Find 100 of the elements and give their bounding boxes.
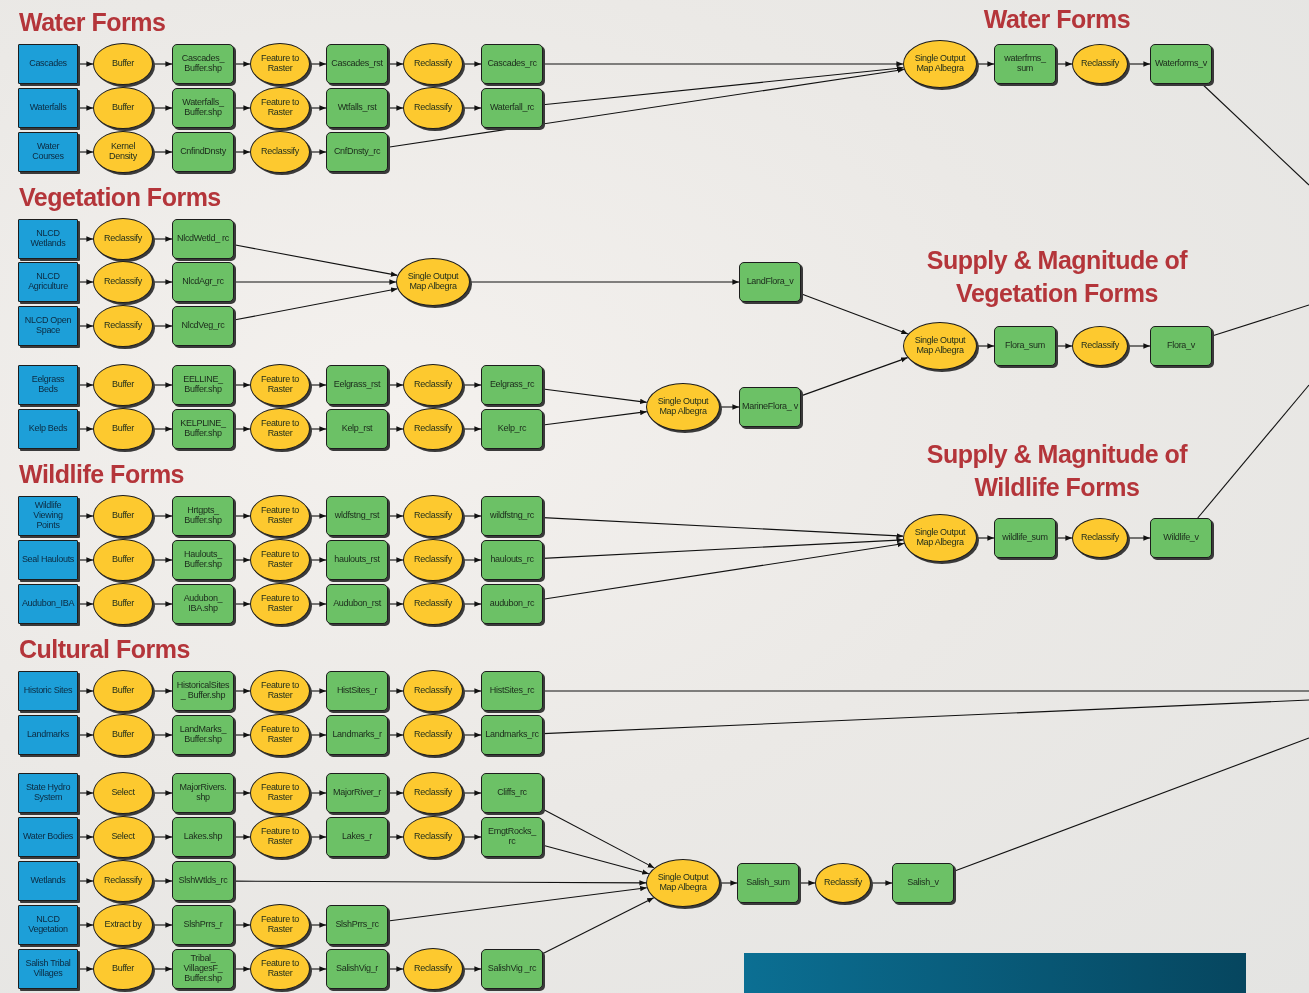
arrow	[233, 732, 251, 738]
connector-line	[1197, 384, 1309, 519]
output-data-box	[481, 584, 543, 624]
arrow	[462, 688, 482, 694]
tool-ellipse	[250, 714, 310, 756]
tool-ellipse	[93, 816, 153, 858]
output-data-box	[892, 863, 954, 903]
tool-ellipse	[93, 131, 153, 173]
arrow	[77, 601, 94, 607]
node-label: Kelp_rst	[340, 424, 374, 434]
output-data-box	[172, 306, 234, 346]
tool-ellipse	[93, 261, 153, 303]
node-label: HistSites_rc	[488, 686, 536, 696]
section-heading: Water Forms	[982, 4, 1132, 35]
node-label: Feature to Raster	[260, 506, 300, 526]
node-label: CnfindDnsty	[179, 147, 227, 157]
output-data-box	[172, 817, 234, 857]
arrow	[542, 517, 904, 539]
arrow	[233, 601, 251, 607]
node-label: MarineFlora_ v	[741, 402, 799, 412]
tool-ellipse	[403, 408, 463, 450]
input-data-box	[18, 861, 78, 901]
node-label: Single Output Map Albegra	[406, 272, 460, 292]
node-label: Landmarks_r	[331, 730, 383, 740]
output-data-box	[481, 409, 543, 449]
arrow	[152, 878, 173, 884]
output-data-box	[326, 132, 388, 172]
node-label: Buffer	[110, 511, 136, 521]
tool-ellipse	[646, 383, 720, 431]
arrow	[387, 61, 404, 67]
arrow	[1127, 535, 1151, 541]
tool-ellipse	[403, 43, 463, 85]
arrow	[152, 513, 173, 519]
arrow	[1127, 343, 1151, 349]
output-data-box	[481, 715, 543, 755]
arrow	[77, 834, 94, 840]
input-data-box	[18, 817, 78, 857]
tool-ellipse	[1072, 44, 1128, 84]
output-data-box	[1150, 518, 1212, 558]
input-data-box	[18, 540, 78, 580]
output-data-box	[326, 409, 388, 449]
arrow	[309, 688, 327, 694]
node-label: Eelgrass_rst	[332, 380, 382, 390]
output-data-box	[326, 540, 388, 580]
node-label: CnfDnsty_rc	[332, 147, 382, 157]
tool-ellipse	[250, 495, 310, 537]
arrow	[152, 149, 173, 155]
arrow	[233, 244, 398, 277]
arrow	[387, 966, 404, 972]
arrow	[387, 732, 404, 738]
arrow	[233, 513, 251, 519]
tool-ellipse	[403, 714, 463, 756]
arrow	[152, 426, 173, 432]
arrow	[152, 323, 173, 329]
tool-ellipse	[93, 43, 153, 85]
arrow	[542, 808, 655, 869]
node-label: Buffer	[110, 730, 136, 740]
node-label: Extract by	[103, 920, 143, 930]
arrow	[309, 105, 327, 111]
tool-ellipse	[250, 364, 310, 406]
node-label: Kelp_rc	[496, 424, 528, 434]
arrow	[233, 287, 399, 321]
output-data-box	[172, 905, 234, 945]
node-label: Feature to Raster	[260, 54, 300, 74]
arrow	[152, 790, 173, 796]
tool-ellipse	[403, 816, 463, 858]
output-data-box	[172, 715, 234, 755]
node-label: Reclassify	[103, 321, 143, 331]
arrow	[77, 382, 94, 388]
node-label: wildlife_sum	[1001, 533, 1049, 543]
output-data-box	[326, 905, 388, 945]
arrow	[152, 966, 173, 972]
output-data-box	[326, 817, 388, 857]
arrow	[233, 557, 251, 563]
arrow	[309, 149, 327, 155]
node-label: Eelgrass_rc	[488, 380, 536, 390]
arrow	[77, 323, 94, 329]
node-label: Feature to Raster	[260, 725, 300, 745]
node-label: Salish_v	[906, 878, 940, 888]
tool-ellipse	[250, 87, 310, 129]
input-data-box	[18, 715, 78, 755]
arrow	[387, 601, 404, 607]
arrow	[542, 541, 905, 600]
node-label: Feature to Raster	[260, 783, 300, 803]
node-label: Feature to Raster	[260, 959, 300, 979]
tool-ellipse	[93, 583, 153, 625]
node-label: Single Output Map Albegra	[913, 54, 967, 74]
tool-ellipse	[93, 495, 153, 537]
node-label: HistoricalSites_ Buffer.shp	[175, 681, 231, 701]
arrow	[77, 426, 94, 432]
arrow	[77, 966, 94, 972]
output-data-box	[326, 44, 388, 84]
section-heading: Water Forms	[19, 7, 166, 38]
node-label: NlcdAgr_rc	[181, 277, 225, 287]
node-label: Reclassify	[1080, 59, 1120, 69]
arrow	[233, 149, 251, 155]
connector-line	[953, 737, 1309, 872]
node-label: SlshWtlds_rc	[177, 876, 229, 886]
arrow	[309, 790, 327, 796]
arrow	[462, 557, 482, 563]
